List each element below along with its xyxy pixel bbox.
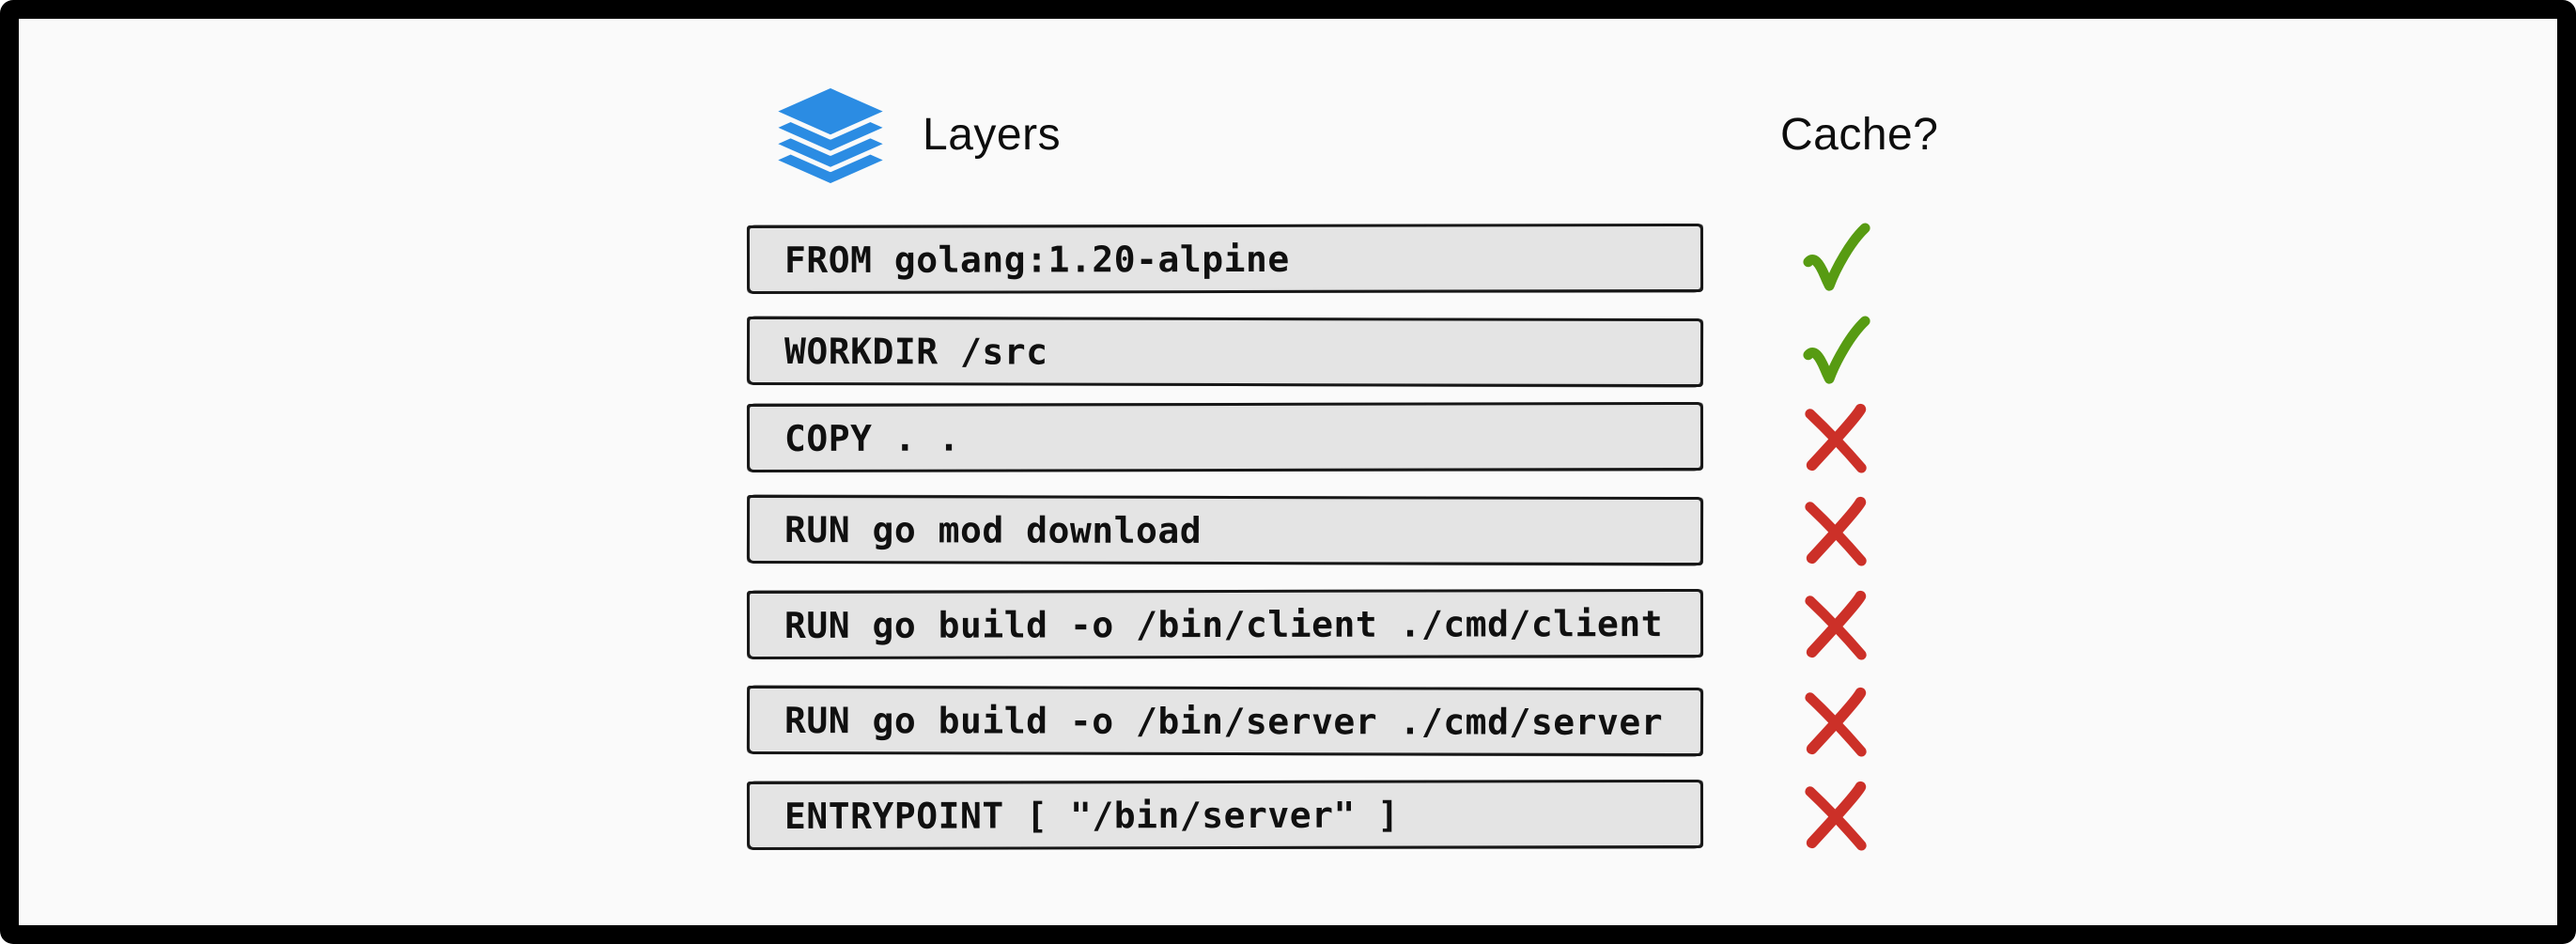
layers-icon xyxy=(768,85,892,186)
cache-column-header: Cache? xyxy=(1780,110,1939,160)
layer-command: RUN go build -o /bin/client ./cmd/client xyxy=(784,602,1664,645)
layer-command: RUN go build -o /bin/server ./cmd/server xyxy=(784,699,1664,742)
layer-box: ENTRYPOINT [ "/bin/server" ] xyxy=(746,779,1704,850)
layer-row: ENTRYPOINT [ "/bin/server" ] xyxy=(746,776,1874,853)
cross-icon xyxy=(1801,776,1874,853)
cross-icon xyxy=(1801,398,1874,475)
layers-column-header: Layers xyxy=(923,110,1062,160)
layer-row: RUN go build -o /bin/server ./cmd/server xyxy=(746,682,1874,759)
cross-icon xyxy=(1801,682,1874,759)
layer-command: ENTRYPOINT [ "/bin/server" ] xyxy=(784,793,1400,836)
layer-row: RUN go mod download xyxy=(746,491,1874,568)
cross-icon xyxy=(1801,491,1874,568)
check-icon xyxy=(1801,313,1874,390)
layer-box: RUN go build -o /bin/server ./cmd/server xyxy=(746,685,1704,756)
layer-command: COPY . . xyxy=(784,416,961,458)
layer-command: WORKDIR /src xyxy=(784,330,1048,372)
layer-row: FROM golang:1.20-alpine xyxy=(746,220,1874,297)
layer-command: RUN go mod download xyxy=(784,508,1203,550)
layer-box: WORKDIR /src xyxy=(746,316,1704,387)
cross-icon xyxy=(1801,585,1874,662)
layer-box: FROM golang:1.20-alpine xyxy=(746,223,1704,294)
layer-row: COPY . . xyxy=(746,398,1874,475)
layer-box: RUN go mod download xyxy=(746,494,1704,565)
layer-row: WORKDIR /src xyxy=(746,313,1874,390)
layer-command: FROM golang:1.20-alpine xyxy=(784,237,1290,280)
layer-box: RUN go build -o /bin/client ./cmd/client xyxy=(746,588,1704,659)
check-icon xyxy=(1801,220,1874,297)
layers-icon-shapes xyxy=(769,85,892,186)
layer-row: RUN go build -o /bin/client ./cmd/client xyxy=(746,585,1874,662)
layer-box: COPY . . xyxy=(746,401,1704,472)
